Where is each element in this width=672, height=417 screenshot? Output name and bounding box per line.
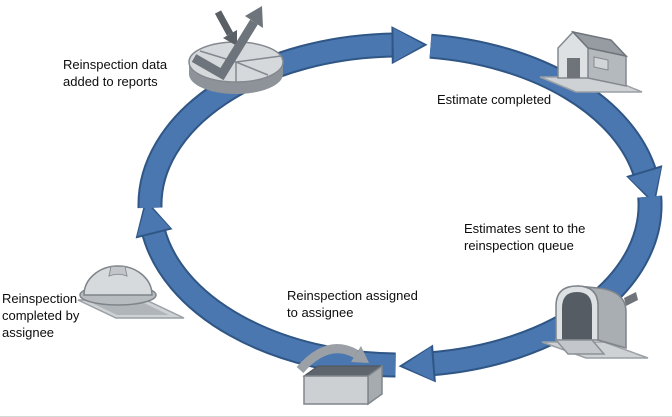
mailbox-icon [541, 285, 649, 359]
ring-arrowhead [628, 167, 662, 202]
stage-label-estimate-completed: Estimate completed [437, 92, 552, 107]
house-icon [539, 30, 643, 93]
ring-arrowhead [402, 346, 434, 381]
stage-label-estimates-sent-to-queue: Estimates sent to the reinspection queue [464, 221, 586, 253]
inbox-arrow-icon [296, 344, 384, 406]
ring-segment [139, 34, 396, 209]
ring-arrowhead [137, 202, 171, 237]
ring-arrowhead [393, 28, 424, 62]
stage-label-reinspection-data-reports: Reinspection data added to reports [63, 57, 168, 89]
hardhat-clipboard-icon [77, 265, 185, 319]
stage-label-reinspection-assigned: Reinspection assigned to assignee [287, 288, 418, 320]
pie-chart-arrow-icon [188, 6, 284, 94]
ring-segment [142, 227, 396, 376]
stage-label-reinspection-completed: Reinspection completed by assignee [2, 291, 80, 340]
